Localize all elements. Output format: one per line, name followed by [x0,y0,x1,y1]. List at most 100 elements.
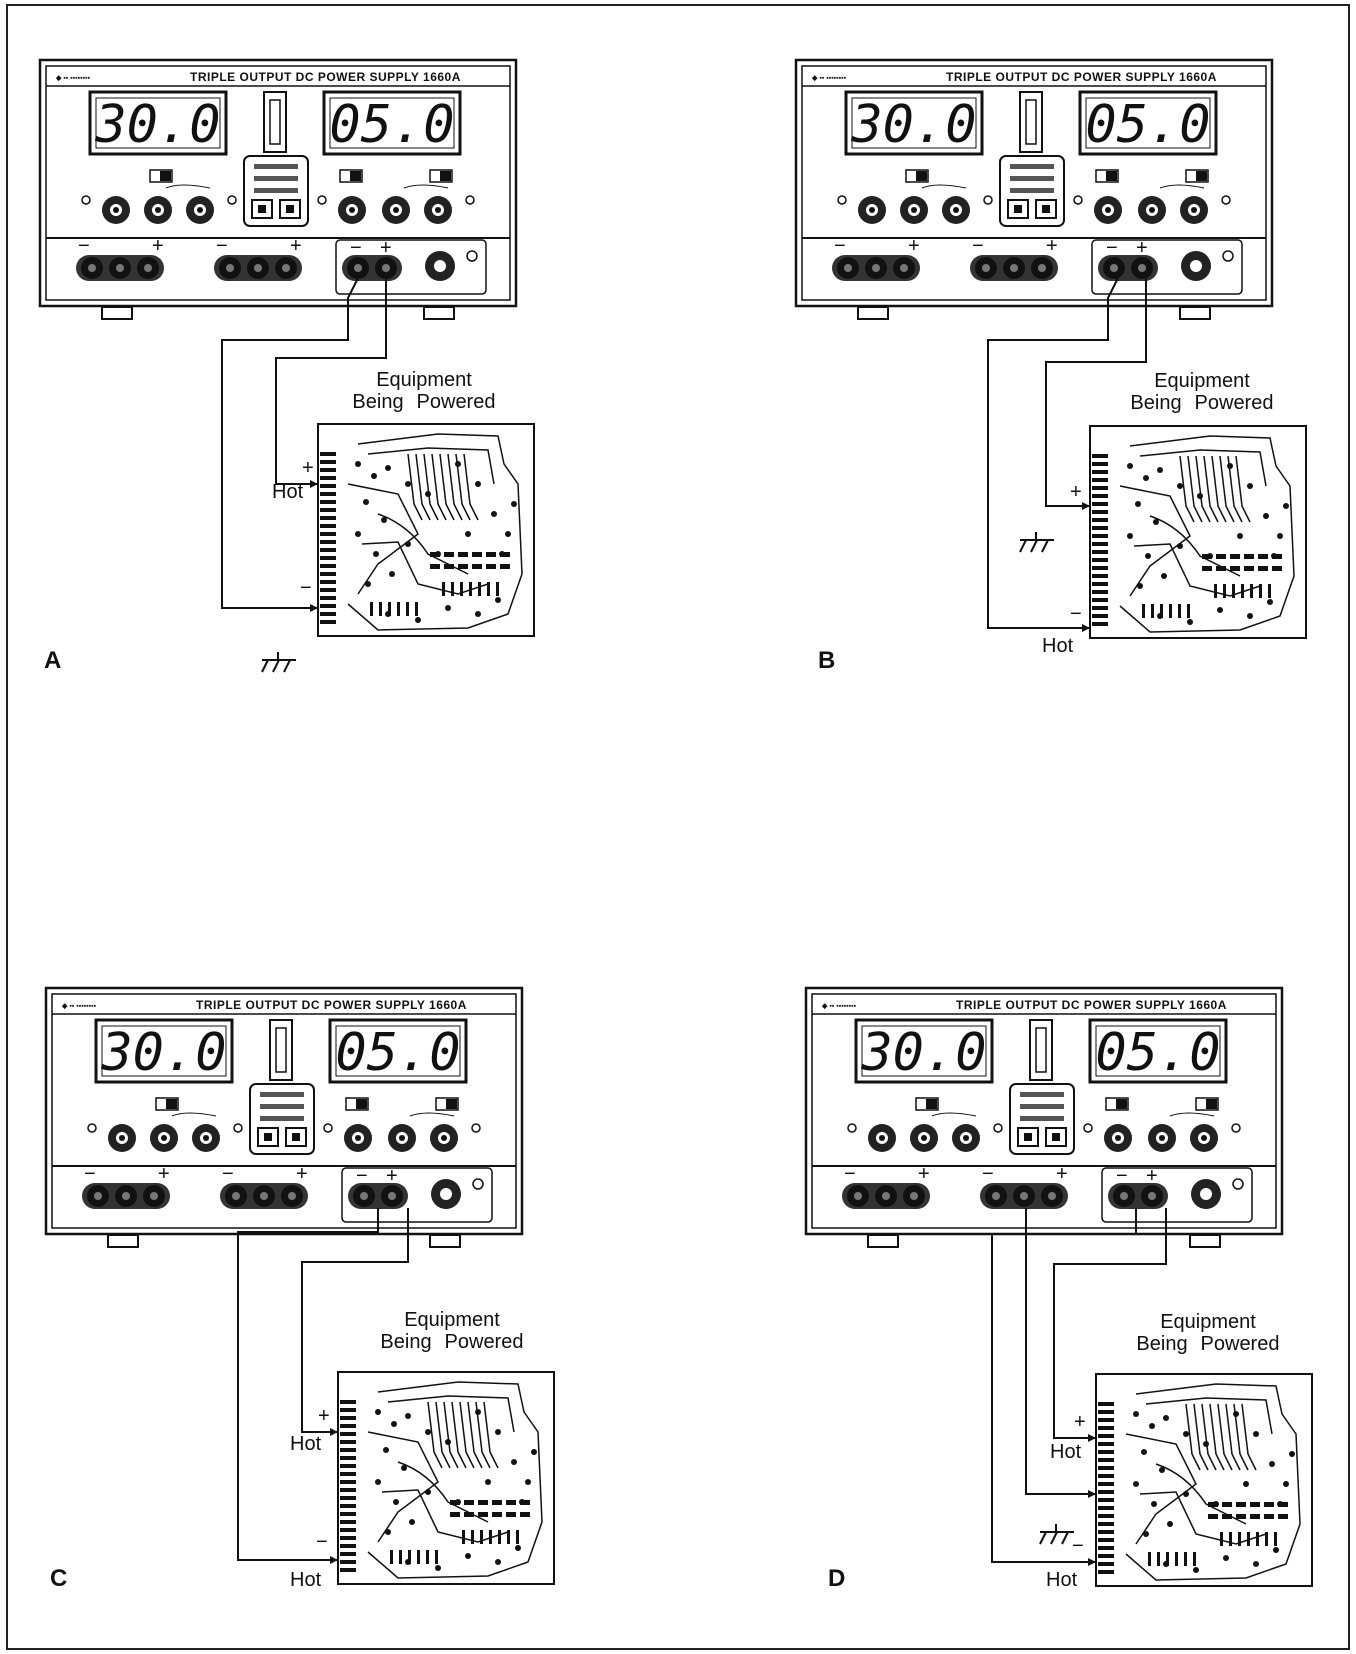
wire-a-positive [275,278,387,485]
brand-logo: ◆ ▪▪ ▪▪▪▪▪▪▪▪ [811,75,847,82]
indicator-led [993,1123,1003,1133]
range-switch [1185,169,1209,183]
supply-foot [107,1234,139,1248]
range-switch [1195,1097,1219,1111]
terminal-minus-sign: − [972,235,984,257]
arrow-head [1082,624,1090,632]
board-traces [1119,435,1295,633]
supply-foot [423,306,455,320]
current-readout: 05.0 [1095,1023,1220,1083]
terminal-minus-sign: − [84,1163,96,1185]
terminal-plus-sign: + [290,235,302,257]
adjust-knob [1138,196,1166,224]
terminal-minus-sign: − [356,1165,368,1187]
equipment-board-b [1089,425,1307,639]
equipment-board-c [337,1371,555,1585]
supply-title: TRIPLE OUTPUT DC POWER SUPPLY 1660A [196,998,467,1012]
adjust-knob [150,1124,178,1152]
hot-label: Hot [1050,1441,1082,1463]
adjust-knob [338,196,366,224]
indicator-led [465,195,475,205]
voltage-display: 30.0 [88,90,228,156]
power-supply-a: ◆ ▪▪ ▪▪▪▪▪▪▪▪ TRIPLE OUTPUT DC POWER SUPP… [38,58,518,320]
terminal-plus-sign: + [296,1163,308,1185]
wire-c-positive [301,1208,409,1433]
ground-terminal [1191,1179,1221,1209]
equipment-label-line1: Equipment [404,1309,500,1331]
terminal-minus-sign: − [834,235,846,257]
arrow-head [1088,1434,1096,1442]
range-switch [339,169,363,183]
adjust-knob [186,196,214,224]
adjust-knob [1190,1124,1218,1152]
arrow-head [1082,502,1090,510]
adjust-knob [424,196,452,224]
supply-foot [429,1234,461,1248]
wire-a-negative [221,277,359,609]
adjust-knob [900,196,928,224]
power-switch [269,1019,293,1081]
current-readout: 05.0 [329,95,454,155]
main-output-terminals [1098,255,1158,281]
indicator-led [1083,1123,1093,1133]
plus-label: + [1074,1411,1086,1433]
terminal-plus-sign: + [1146,1165,1158,1187]
main-output-terminals [1108,1183,1168,1209]
adjust-knob [868,1124,896,1152]
terminal-minus-sign: − [1106,237,1118,259]
adjust-knob [382,196,410,224]
indicator-led [317,195,327,205]
ground-terminal [431,1179,461,1209]
plus-label: + [302,457,314,479]
equipment-label-line2: Being [352,391,403,413]
panel-letter-a: A [44,647,61,674]
adjust-knob [1148,1124,1176,1152]
terminal-minus-sign: − [1116,1165,1128,1187]
terminal-plus-sign: + [380,237,392,259]
terminal-plus-sign: + [918,1163,930,1185]
indicator-led [323,1123,333,1133]
adjust-knob [144,196,172,224]
current-display: 05.0 [1088,1018,1228,1084]
minus-label: − [316,1531,328,1553]
ground-terminal [1181,251,1211,281]
supply-foot [101,306,133,320]
supply-title: TRIPLE OUTPUT DC POWER SUPPLY 1660A [956,998,1227,1012]
adjust-knob [344,1124,372,1152]
terminal-plus-sign: + [152,235,164,257]
supply-a-terminals [980,1183,1068,1209]
supply-title: TRIPLE OUTPUT DC POWER SUPPLY 1660A [190,70,461,84]
fixed-5v-terminals [82,1183,170,1209]
wire-d-ground [1025,1208,1096,1495]
range-switch [435,1097,459,1111]
equipment-label-line3: Powered [445,1331,524,1353]
terminal-plus-sign: + [158,1163,170,1185]
range-switch [345,1097,369,1111]
terminal-plus-sign: + [1056,1163,1068,1185]
equipment-label-line1: Equipment [1160,1311,1256,1333]
adjust-knob [952,1124,980,1152]
brand-logo: ◆ ▪▪ ▪▪▪▪▪▪▪▪ [55,75,91,82]
terminal-minus-sign: − [222,1163,234,1185]
mode-selector [249,1083,315,1155]
indicator-led [227,195,237,205]
terminal-minus-sign: − [844,1163,856,1185]
terminal-plus-sign: + [1136,237,1148,259]
hot-label: Hot [1046,1569,1078,1591]
equipment-label-line2: Being [1136,1333,1187,1355]
adjust-knob [1104,1124,1132,1152]
mode-selector [1009,1083,1075,1155]
wire-b-positive [1045,278,1147,507]
supply-a-terminals [214,255,302,281]
hot-label: Hot [290,1433,322,1455]
adjust-knob [108,1124,136,1152]
mode-selector [999,155,1065,227]
minus-label: − [1072,1535,1084,1557]
ground-symbol-icon [1039,1524,1074,1545]
equipment-board-a [317,423,535,637]
voltage-display: 30.0 [94,1018,234,1084]
ground-terminal [425,251,455,281]
terminal-plus-sign: + [386,1165,398,1187]
power-supply-b: ◆ ▪▪ ▪▪▪▪▪▪▪▪TRIPLE OUTPUT DC POWER SUPP… [794,58,1274,320]
